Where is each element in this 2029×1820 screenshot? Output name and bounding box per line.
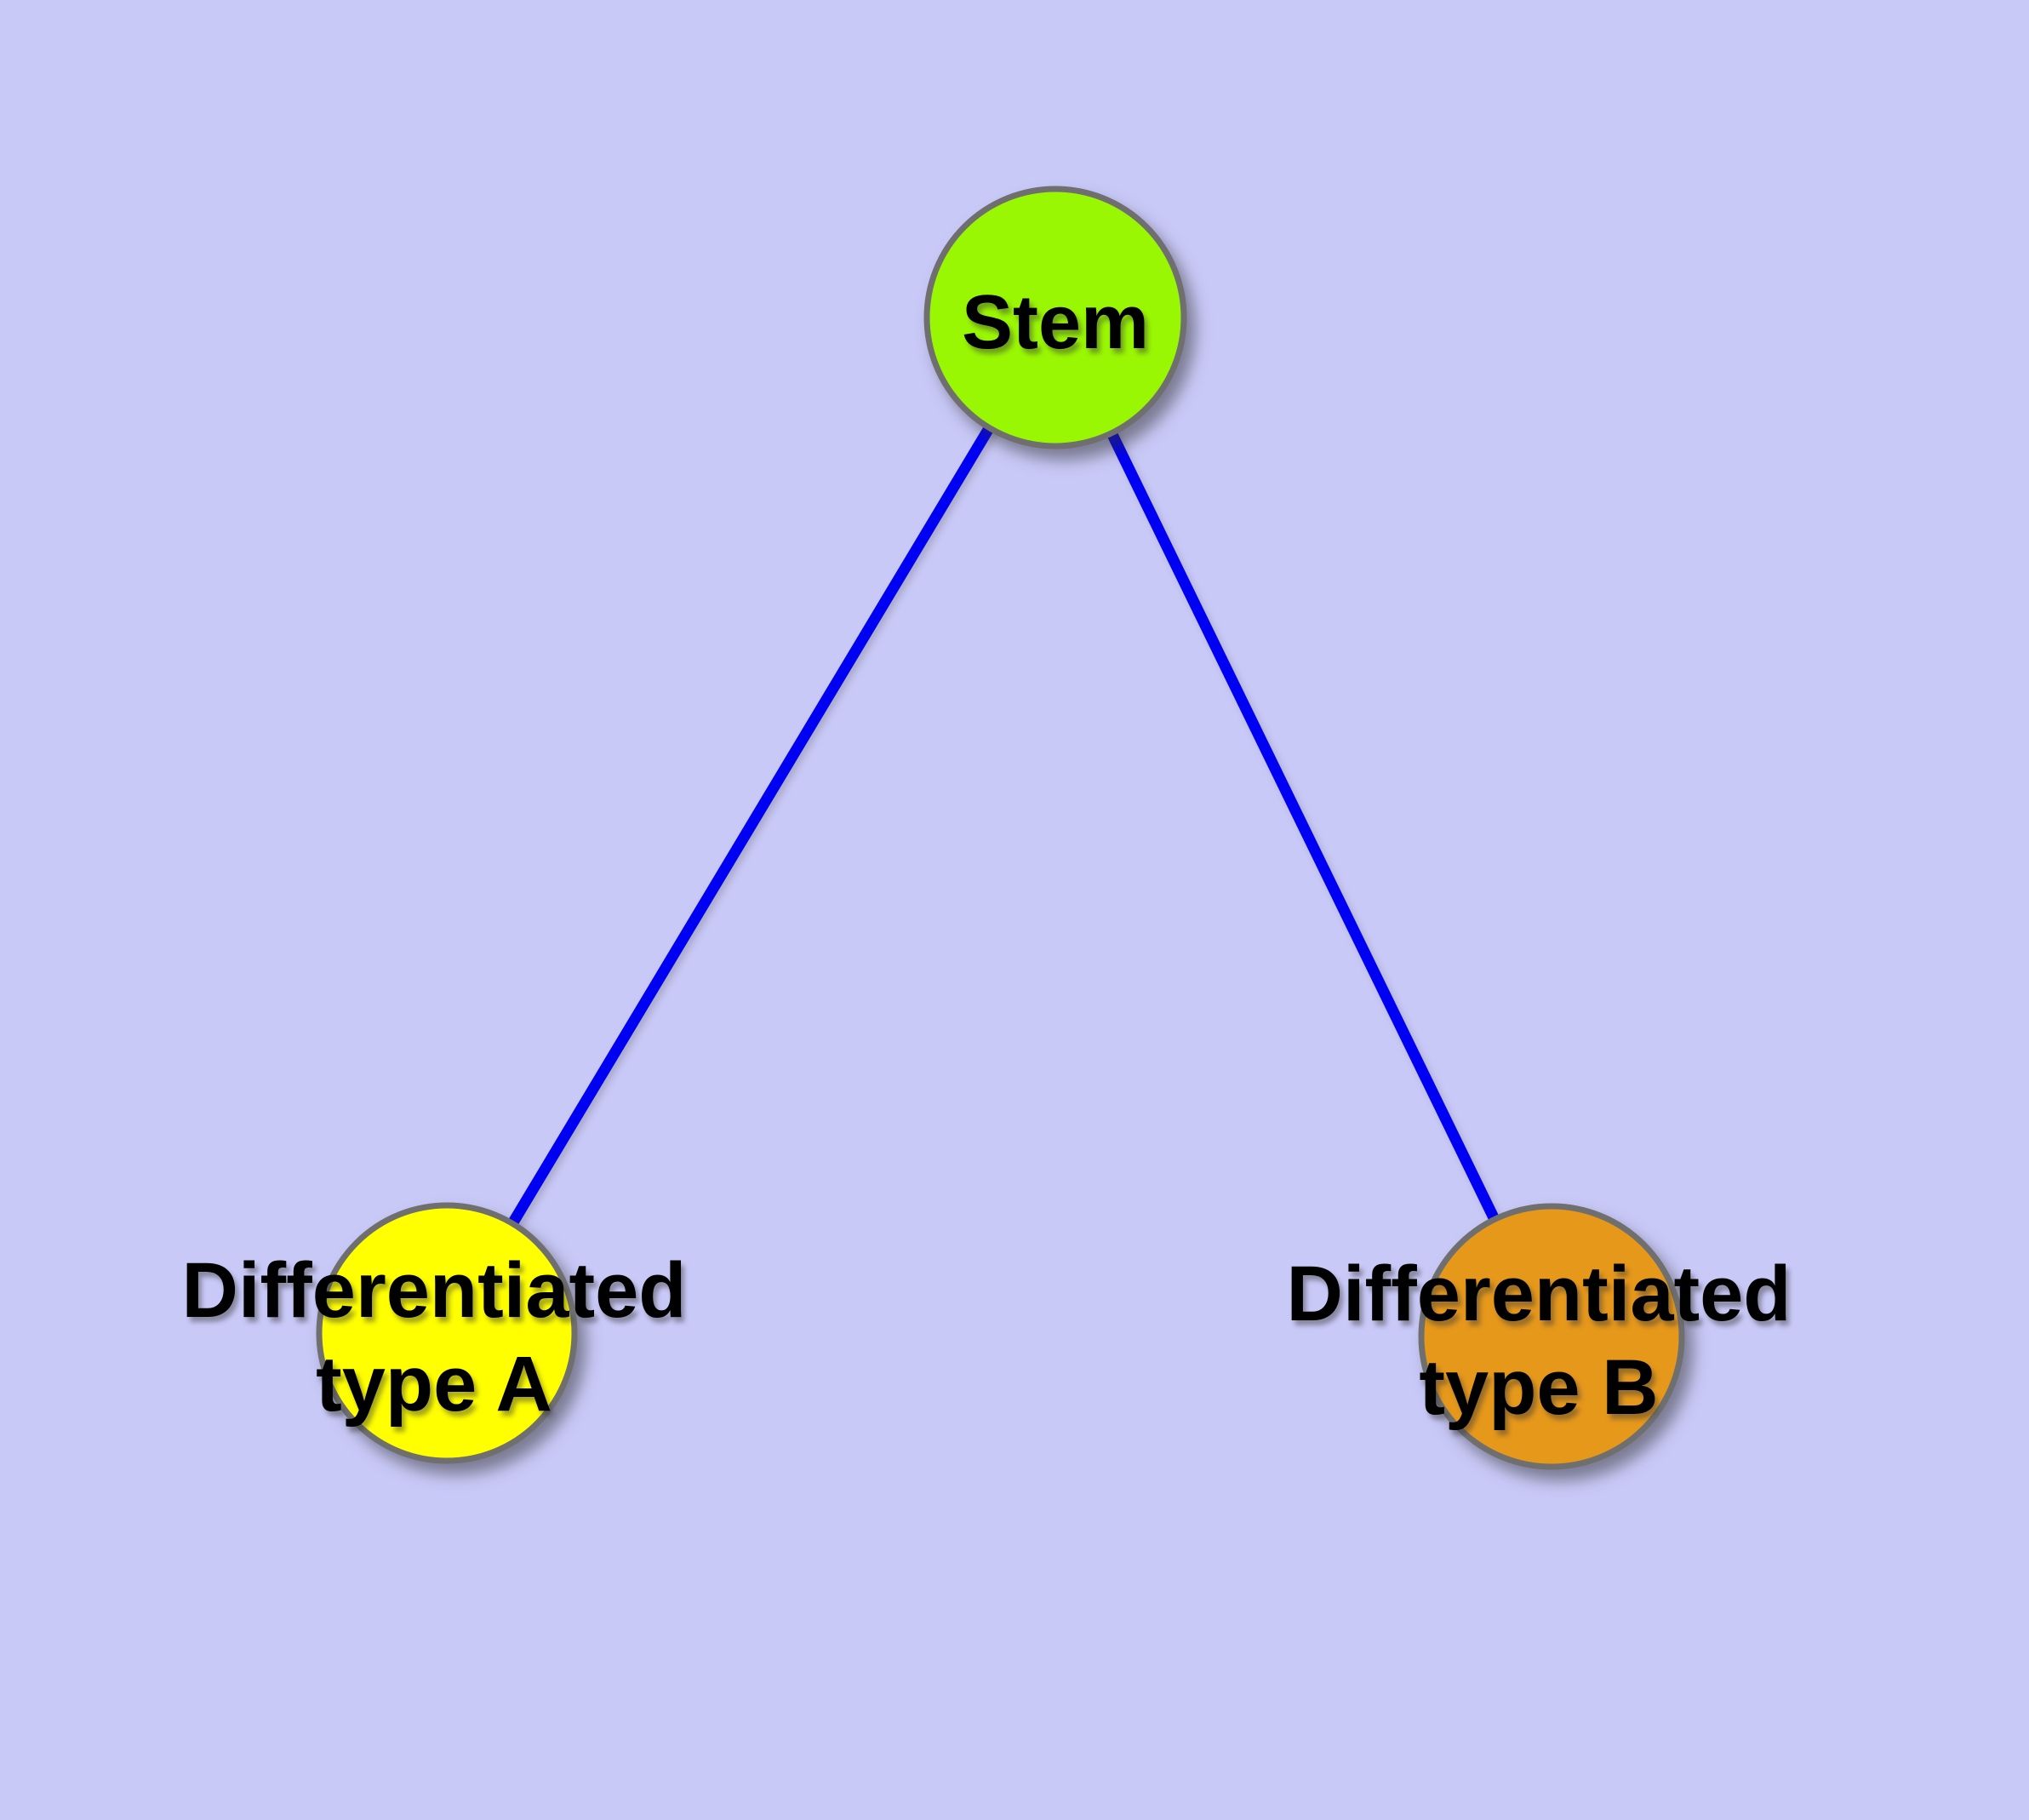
node-type-b-label-line1: Differentiated — [1287, 1251, 1792, 1337]
node-stem-label: Stem — [962, 280, 1149, 365]
edge-stem-to-type-b — [1050, 315, 1557, 1339]
node-type-a-label-line2: type A — [316, 1341, 552, 1428]
node-type-b-label-line2: type B — [1419, 1344, 1658, 1431]
edge-stem-to-type-a — [442, 314, 1060, 1336]
node-stem — [923, 186, 1187, 449]
node-type-a-label-line1: Differentiated — [182, 1247, 687, 1334]
node-differentiated-type-a — [316, 1202, 578, 1464]
node-differentiated-type-b — [1418, 1203, 1685, 1470]
